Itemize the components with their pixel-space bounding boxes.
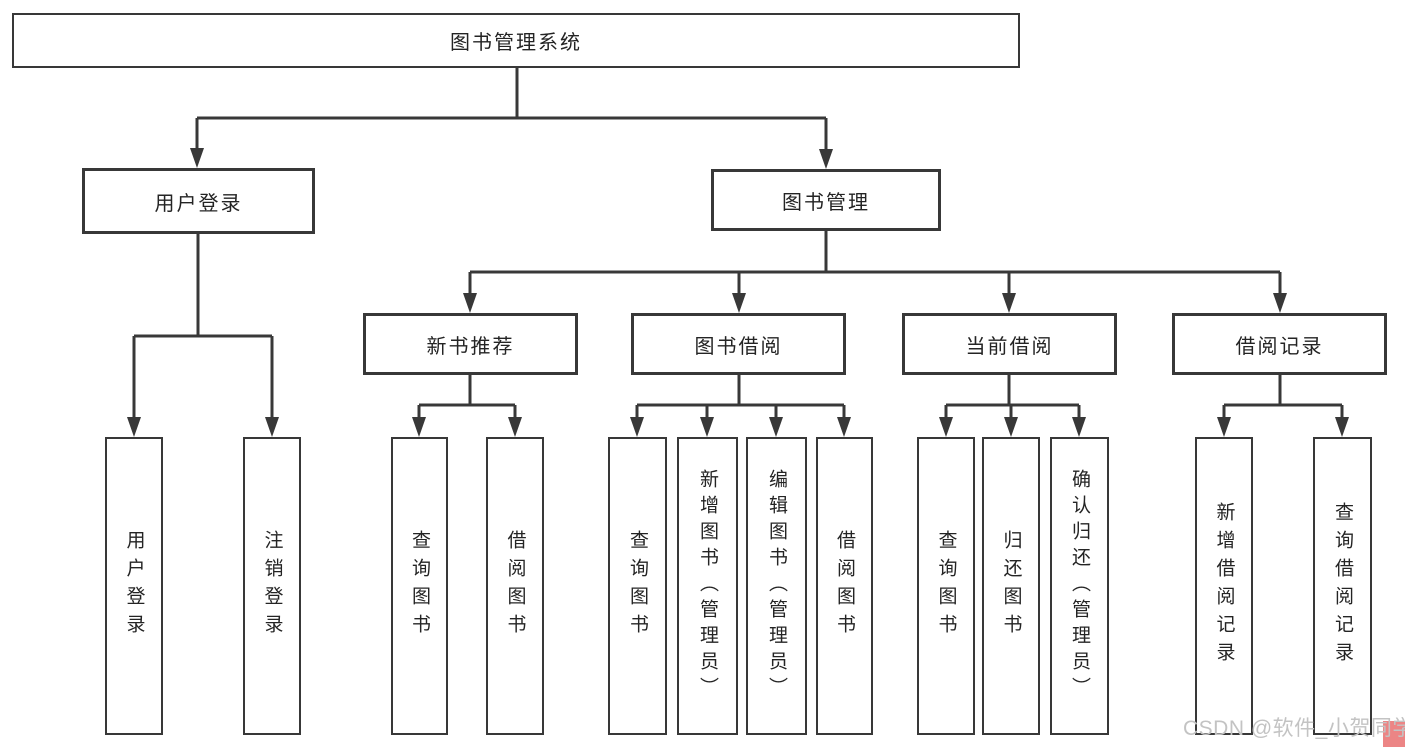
- node-label: 图书管理系统: [450, 32, 582, 54]
- node-label: 用户登录: [123, 530, 145, 642]
- node-label: 查询借阅记录: [1332, 502, 1353, 670]
- node-label: 归还图书: [1000, 530, 1022, 642]
- leaf-user-login: 用户登录: [105, 437, 163, 735]
- node-user-login: 用户登录: [82, 168, 315, 234]
- leaf-borrowing-add-books-admin: 新增图书（管理员）: [677, 437, 738, 735]
- node-label: 新增图书（管理员）: [697, 469, 718, 703]
- node-label: 借阅记录: [1235, 335, 1324, 358]
- node-label: 当前借阅: [965, 335, 1054, 358]
- leaf-current-confirm-return-admin: 确认归还（管理员）: [1050, 437, 1109, 735]
- leaf-current-query-books: 查询图书: [917, 437, 975, 735]
- node-label: 借阅图书: [834, 530, 855, 642]
- node-label: 查询图书: [935, 530, 957, 642]
- leaf-logout: 注销登录: [243, 437, 301, 735]
- node-label: 确认归还（管理员）: [1069, 469, 1090, 703]
- node-new-book-recommendation: 新书推荐: [363, 313, 578, 375]
- node-label: 新书推荐: [426, 335, 515, 358]
- leaf-newbooks-borrow-books: 借阅图书: [486, 437, 544, 735]
- csdn-watermark: CSDN @软件_小贺同学: [1183, 717, 1405, 740]
- node-label: 借阅图书: [504, 530, 526, 642]
- node-book-borrowing: 图书借阅: [631, 313, 846, 375]
- watermark-accent-block: [1383, 721, 1405, 747]
- leaf-borrowing-borrow-books: 借阅图书: [816, 437, 873, 735]
- node-label: 注销登录: [261, 530, 283, 642]
- node-label: 用户登录: [154, 192, 243, 215]
- node-label: 查询图书: [409, 530, 430, 642]
- node-label: 新增借阅记录: [1213, 502, 1235, 670]
- node-label: 图书借阅: [694, 335, 783, 358]
- node-current-borrowing: 当前借阅: [902, 313, 1117, 375]
- leaf-current-return-books: 归还图书: [982, 437, 1040, 735]
- leaf-records-query-borrow-record: 查询借阅记录: [1313, 437, 1372, 735]
- arrowheads: [127, 148, 1349, 437]
- node-label: 查询图书: [627, 530, 648, 642]
- node-book-management: 图书管理: [711, 169, 941, 231]
- node-label: 图书管理: [782, 191, 870, 214]
- leaf-records-add-borrow-record: 新增借阅记录: [1195, 437, 1253, 735]
- node-borrow-records: 借阅记录: [1172, 313, 1387, 375]
- node-library-management-system: 图书管理系统: [12, 13, 1020, 68]
- node-label: 编辑图书（管理员）: [766, 469, 787, 703]
- leaf-borrowing-query-books: 查询图书: [608, 437, 667, 735]
- leaf-borrowing-edit-books-admin: 编辑图书（管理员）: [746, 437, 807, 735]
- leaf-newbooks-query-books: 查询图书: [391, 437, 448, 735]
